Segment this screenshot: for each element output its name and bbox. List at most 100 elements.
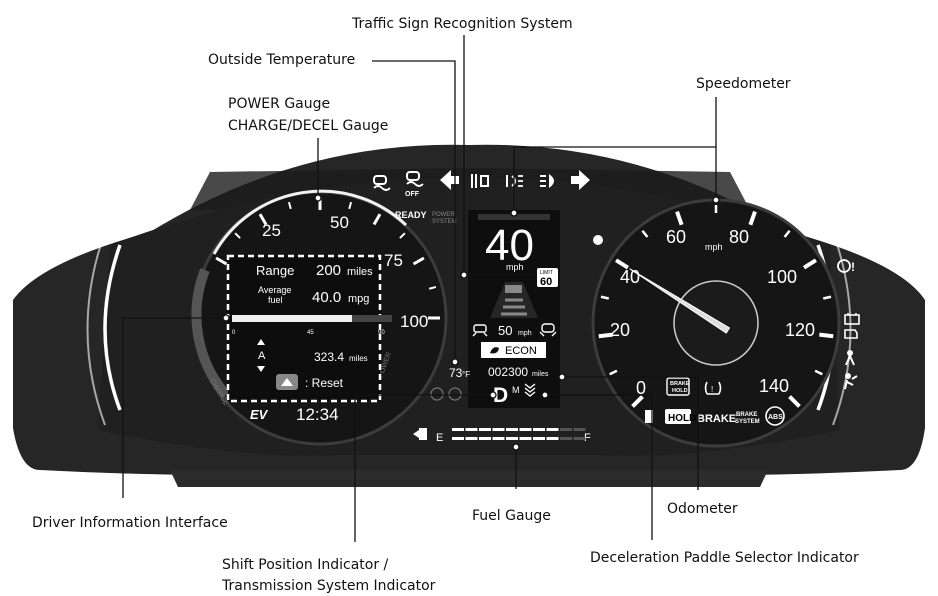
top-indicator-row: OFF (373, 170, 590, 198)
acc-lead-vehicle-graphic (490, 282, 538, 318)
svg-text:BRAKE: BRAKE (670, 381, 690, 387)
check-engine-icon (844, 329, 858, 339)
callout-power-gauge: POWER Gauge (228, 96, 331, 112)
trip-value: 323.4 (314, 350, 344, 364)
speed-limit-sign: LIMIT 60 (537, 268, 558, 288)
vsa-icon (373, 175, 391, 191)
fuel-segment (560, 437, 572, 440)
ready-indicator: READY (395, 210, 427, 220)
range-value: 200 (316, 262, 341, 279)
tpms-icon: ! (704, 381, 722, 395)
avg-fuel-label-1: Average (258, 285, 291, 295)
steering-switch-icon (276, 374, 298, 390)
speedo-tick-40: 40 (620, 267, 640, 287)
bottom-warning-row: BRAKE HOLD ! HOLD BRAKE BRAKE SYSTEM ABS (645, 377, 785, 426)
svg-text:BRAKE: BRAKE (736, 412, 757, 418)
svg-text:SYSTEM: SYSTEM (735, 419, 760, 425)
fuel-economy-bar-fill (232, 315, 352, 322)
seatbelt-warning-icon (845, 350, 855, 366)
callout-fuel-gauge: Fuel Gauge (472, 508, 551, 524)
speedo-tick-mark (600, 295, 610, 300)
speedo-tick-mark (615, 258, 630, 270)
speedo-tick-mark (609, 369, 618, 376)
hold-indicator: HOLD (665, 409, 696, 424)
fuel-segment (452, 437, 464, 440)
acc-speed-unit: mph (518, 330, 532, 337)
fuel-pump-icon (413, 428, 427, 440)
speedo-tick-mark (822, 295, 832, 300)
fuel-segments (452, 428, 586, 440)
high-beam-icon (540, 174, 554, 188)
bar-tick-90: 90 (378, 330, 385, 336)
speedometer-needle (629, 268, 731, 334)
econ-label: ECON (505, 345, 537, 357)
fuel-segment (465, 428, 478, 431)
callout-odometer: Odometer (667, 501, 738, 517)
speedo-tick-mark (788, 395, 801, 408)
fuel-segment (573, 428, 586, 431)
power-tick-mark (372, 213, 382, 226)
brake-system-indicator: BRAKE SYSTEM (735, 412, 760, 425)
speedometer-dial: 0 20 40 60 80 100 120 140 mph (591, 198, 841, 448)
power-tick-mark (287, 201, 292, 210)
callout-charge-gauge: CHARGE/DECEL Gauge (228, 118, 389, 134)
speedo-tick-mark (819, 332, 834, 339)
callout-dots (222, 194, 720, 451)
seatbelt-indicator-icon (448, 387, 462, 401)
fuel-segment (465, 437, 478, 440)
right-warning-icons: ! (837, 259, 860, 390)
clock: 12:34 (296, 405, 339, 424)
odometer-unit: miles (532, 371, 549, 378)
battery-icon (844, 313, 860, 325)
fuel-empty-label: E (436, 432, 443, 444)
speedo-tick-mark (814, 369, 823, 376)
abs-indicator: ABS (765, 406, 785, 426)
power-dial-ticks (215, 198, 440, 320)
svg-text:!: ! (711, 385, 713, 394)
callout-lines (122, 35, 717, 542)
power-tick-mark (399, 232, 406, 239)
decel-paddle-icon (524, 383, 536, 397)
info-indicator-icon (430, 387, 444, 401)
speedo-tick-mark (598, 332, 613, 339)
left-bezel-arc (103, 244, 122, 411)
callout-decel-paddle: Deceleration Paddle Selector Indicator (590, 550, 859, 566)
trip-unit: miles (349, 354, 368, 363)
digital-speed: 40 (485, 221, 534, 270)
callout-shift-position-2: Transmission System Indicator (222, 578, 436, 594)
econ-badge (481, 342, 546, 358)
speedometer-dot (593, 235, 603, 245)
speedo-tick-mark (641, 229, 649, 238)
fuel-segment (546, 428, 559, 431)
avg-fuel-value: 40.0 (312, 289, 341, 306)
fuel-segment (506, 428, 518, 431)
power-tick-mark (348, 201, 353, 210)
vsa-off-icon: OFF (405, 171, 424, 198)
svg-text:!: ! (851, 260, 855, 274)
power-tick-75: 75 (384, 251, 403, 270)
callout-speedometer: Speedometer (696, 76, 791, 92)
ev-badge: EV (250, 407, 269, 422)
speedo-tick-mark (802, 258, 817, 270)
svg-text:SYSTEM: SYSTEM (432, 219, 457, 225)
svg-text:LIMIT: LIMIT (540, 270, 553, 276)
fuel-segment (479, 437, 491, 440)
speedo-tick-mark (748, 210, 757, 226)
power-tick-mark (428, 285, 437, 290)
bar-tick-45: 45 (307, 330, 314, 336)
fuel-segment (519, 428, 532, 431)
tpms-warning-icon: ! (837, 259, 855, 274)
speedo-tick-60: 60 (666, 227, 686, 247)
power-tick-mark (412, 256, 425, 266)
airbag-warning-icon (844, 373, 858, 390)
speedo-tick-20: 20 (610, 320, 630, 340)
speedo-tick-mark (631, 395, 644, 408)
shift-position: D (493, 384, 508, 407)
fuel-gauge: E F (413, 428, 591, 444)
fog-light-icon (506, 175, 523, 187)
acc-distance-icon (539, 323, 557, 337)
fuel-segment (479, 428, 491, 431)
power-tick-25: 25 (262, 221, 281, 240)
speedo-tick-140: 140 (759, 376, 789, 396)
speedometer-ticks (598, 205, 834, 408)
